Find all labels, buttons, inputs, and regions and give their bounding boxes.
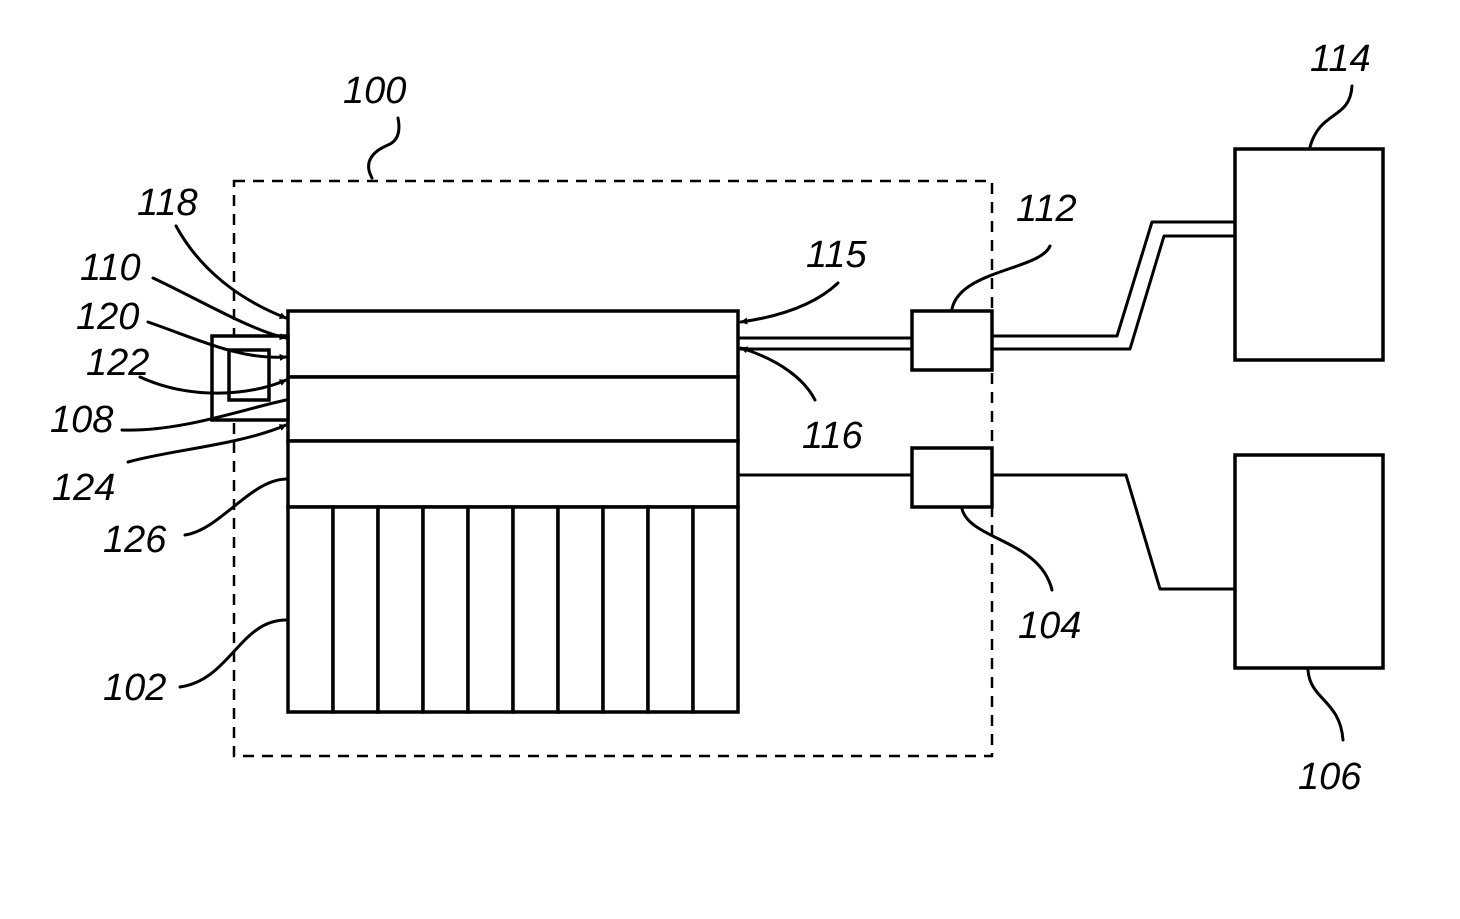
leader-104 — [962, 509, 1052, 590]
label-126: 126 — [103, 519, 167, 561]
label-112: 112 — [1016, 188, 1077, 230]
battery-cell — [288, 507, 333, 712]
upper-connector — [912, 311, 992, 370]
lower-out-wire — [992, 475, 1235, 589]
leader-118 — [176, 226, 286, 318]
label-115: 115 — [806, 234, 867, 276]
label-116: 116 — [802, 415, 863, 457]
label-118: 118 — [137, 182, 198, 224]
lower-connector — [912, 448, 992, 507]
leader-116 — [741, 348, 815, 400]
battery-cell — [603, 507, 648, 712]
middle-layer — [288, 377, 738, 441]
battery-cell — [468, 507, 513, 712]
lower-device — [1235, 455, 1383, 668]
upper-out-wire-b — [992, 236, 1235, 349]
upper-device — [1235, 149, 1383, 360]
label-110: 110 — [80, 247, 141, 289]
layer-126 — [288, 441, 738, 507]
leader-106 — [1308, 670, 1343, 740]
top-layer — [288, 311, 738, 377]
label-124: 124 — [52, 467, 115, 509]
leader-112 — [952, 246, 1050, 309]
label-114: 114 — [1310, 38, 1371, 80]
label-120: 120 — [76, 296, 139, 338]
battery-cell — [378, 507, 423, 712]
battery-cell — [648, 507, 693, 712]
leader-115 — [741, 283, 838, 322]
leader-100 — [369, 118, 399, 178]
leader-126 — [185, 479, 286, 535]
battery-cell — [513, 507, 558, 712]
label-104: 104 — [1018, 605, 1081, 647]
battery-cell — [333, 507, 378, 712]
label-100: 100 — [343, 70, 406, 112]
label-108: 108 — [50, 399, 113, 441]
upper-out-wire-a — [992, 222, 1235, 336]
battery-cell — [558, 507, 603, 712]
label-106: 106 — [1298, 756, 1362, 798]
battery-cell-array — [288, 507, 738, 712]
leader-114 — [1310, 86, 1352, 147]
label-102: 102 — [103, 667, 166, 709]
label-122: 122 — [86, 342, 149, 384]
battery-cell — [423, 507, 468, 712]
battery-cell — [693, 507, 738, 712]
